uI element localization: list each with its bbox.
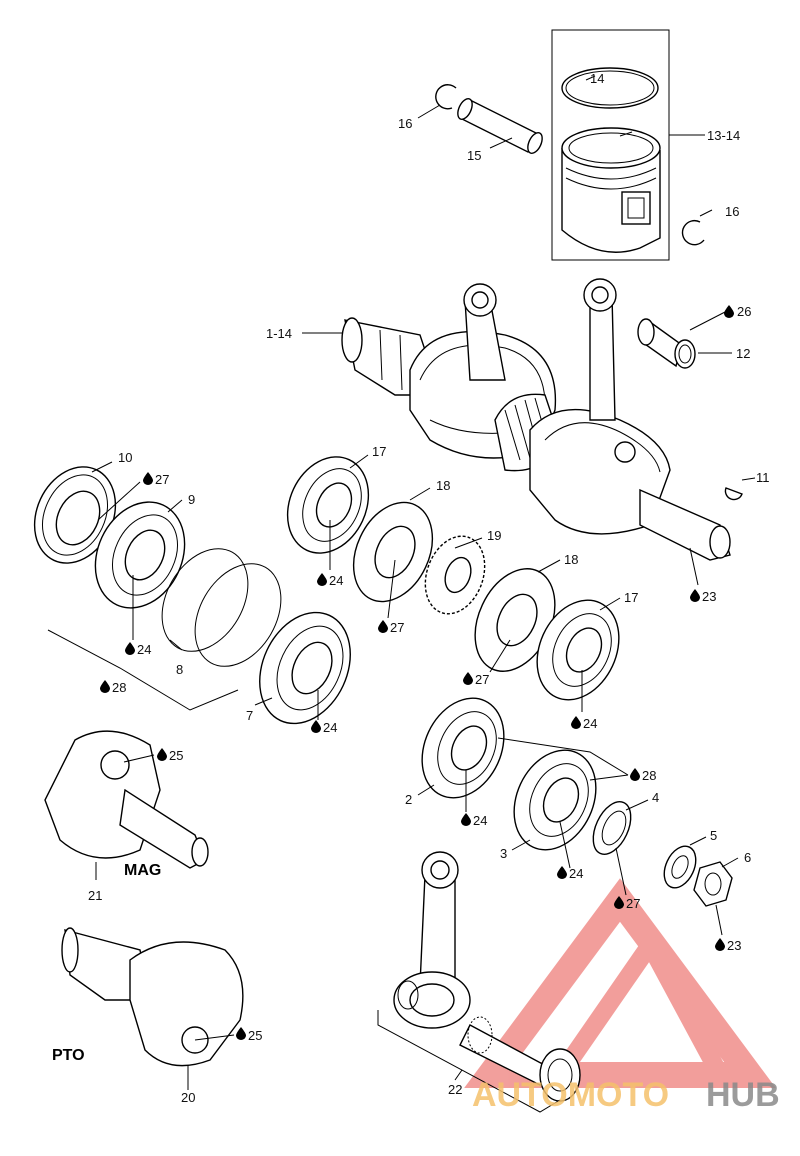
needle-bearing-part-12	[637, 318, 696, 369]
label-24-f: 24	[569, 866, 583, 881]
label-19: 19	[487, 528, 501, 543]
label-27-c: 27	[475, 672, 489, 687]
label-17-a: 17	[372, 444, 386, 459]
label-23-b: 23	[727, 938, 741, 953]
piston	[561, 127, 661, 253]
ball-bearing-part-17-b	[536, 599, 620, 701]
label-27-a: 27	[155, 472, 169, 487]
seal-part-4	[592, 801, 632, 855]
seal-part-18-a	[352, 501, 434, 603]
label-18-b: 18	[564, 552, 578, 567]
label-7: 7	[246, 708, 253, 723]
oil-drop-icon	[317, 573, 327, 586]
label-28-b: 28	[642, 768, 656, 783]
label-24-a: 24	[329, 573, 343, 588]
snap-ring-part-8-a	[161, 548, 249, 652]
washer-part-5	[663, 845, 697, 889]
ball-bearing-part-17-a	[286, 456, 370, 554]
pto-side-label: PTO	[52, 1047, 85, 1064]
wrist-pin-part-15	[457, 98, 543, 154]
oil-drop-icon	[378, 620, 388, 633]
label-25-b: 25	[248, 1028, 262, 1043]
oil-drop-icon	[715, 938, 725, 951]
gear-part-19	[424, 535, 486, 615]
oil-drop-icon	[461, 813, 471, 826]
label-6: 6	[744, 850, 751, 865]
label-15: 15	[467, 148, 481, 163]
label-13-14: 13-14	[707, 128, 740, 143]
ball-bearing-part-2	[421, 697, 505, 799]
ball-bearing-part-7	[259, 611, 351, 725]
crankshaft-half-pto-part-20	[61, 927, 244, 1067]
label-17-b: 17	[624, 590, 638, 605]
label-26: 26	[737, 304, 751, 319]
label-24-d: 24	[583, 716, 597, 731]
label-21: 21	[88, 888, 102, 903]
label-24-c: 24	[323, 720, 337, 735]
oil-drop-icon	[143, 472, 153, 485]
piston-kit-box	[551, 29, 670, 261]
label-12: 12	[736, 346, 750, 361]
label-10: 10	[118, 450, 132, 465]
crankshaft-assembly	[341, 278, 731, 561]
label-4: 4	[652, 790, 659, 805]
label-24-e: 24	[473, 813, 487, 828]
label-3: 3	[500, 846, 507, 861]
label-16-b: 16	[725, 204, 739, 219]
watermark-logo	[464, 878, 776, 1088]
label-24-b: 24	[137, 642, 151, 657]
watermark-text-part1: AUTOMOTO	[472, 1076, 669, 1114]
oil-drop-icon	[100, 680, 110, 693]
label-22: 22	[448, 1082, 462, 1097]
label-2: 2	[405, 792, 412, 807]
label-28-a: 28	[112, 680, 126, 695]
circlip-part-16-b	[681, 219, 705, 246]
oil-drop-icon	[630, 768, 640, 781]
piston-ring	[561, 67, 659, 109]
label-1-14: 1-14	[266, 326, 292, 341]
mag-side-label: MAG	[124, 862, 161, 879]
leader-lines	[47, 75, 756, 1113]
oil-drop-icon	[236, 1027, 246, 1040]
watermark-text-part2: HUB	[706, 1076, 780, 1114]
label-16-a: 16	[398, 116, 412, 131]
key-part-11	[724, 487, 743, 501]
circlip-part-16-a	[435, 84, 457, 110]
nut-part-6	[693, 861, 733, 907]
part-labels: 14 16 15 13-14 16 1-14 26 12 10 27 9 17 …	[88, 71, 770, 1105]
oil-drop-icon	[157, 748, 167, 761]
label-20: 20	[181, 1090, 195, 1105]
oil-drop-icon	[125, 642, 135, 655]
oil-drop-icon	[571, 716, 581, 729]
ball-bearing-part-9	[94, 501, 186, 609]
oil-drop-icon	[311, 720, 321, 733]
label-27-b: 27	[390, 620, 404, 635]
snap-ring-part-8-b	[194, 563, 282, 667]
label-27-d: 27	[626, 896, 640, 911]
label-5: 5	[710, 828, 717, 843]
oil-drop-icon	[557, 866, 567, 879]
oil-drop-icon	[724, 305, 734, 318]
label-9: 9	[188, 492, 195, 507]
ball-bearing-part-3	[513, 749, 597, 851]
label-11: 11	[756, 470, 770, 485]
connecting-rod-part-22	[393, 851, 581, 1102]
oil-drop-icon	[463, 672, 473, 685]
label-23-a: 23	[702, 589, 716, 604]
watermark-text: AUTOMOTO HUB	[472, 1076, 780, 1114]
label-25-a: 25	[169, 748, 183, 763]
oil-drop-icon	[690, 589, 700, 602]
label-14: 14	[590, 71, 604, 86]
crankshaft-half-mag-part-21	[44, 730, 209, 869]
label-18-a: 18	[436, 478, 450, 493]
label-8: 8	[176, 662, 183, 677]
